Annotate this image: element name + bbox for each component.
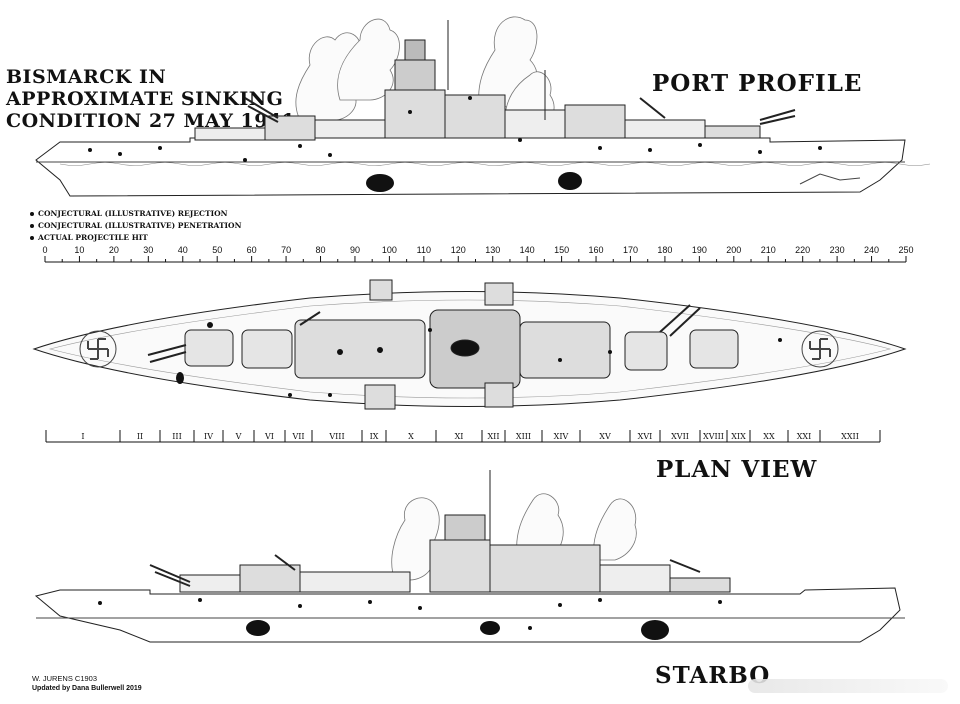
scale-tick-label: 50 xyxy=(212,245,222,255)
starboard-hit-marks xyxy=(98,598,722,640)
plan-view-label: PLAN VIEW xyxy=(656,456,818,483)
scale-tick-label: 210 xyxy=(761,245,776,255)
scale-tick-label: 190 xyxy=(692,245,707,255)
port-hit-marks xyxy=(88,96,822,192)
length-scale: 0 10 20 30 40 50 60 70 80 90 100 110 120 130 140 150 160… xyxy=(42,245,914,263)
starboard-profile-drawing xyxy=(34,470,905,643)
section-label: XI xyxy=(455,432,464,441)
legend-item-rejection: CONJECTURAL (ILLUSTRATIVE) REJECTION xyxy=(30,208,241,220)
scale-tick-label: 20 xyxy=(109,245,119,255)
section-label: II xyxy=(137,432,143,441)
scale-tick-label: 120 xyxy=(451,245,466,255)
smoke-plumes-starboard xyxy=(391,493,637,581)
title-line-1: BISMARCK IN xyxy=(6,66,167,88)
title-line-3: CONDITION 27 MAY 1941 xyxy=(6,110,296,132)
plan-view-drawing xyxy=(32,279,907,410)
plan-hit-marks xyxy=(176,322,782,397)
section-label: XVI xyxy=(638,432,653,441)
section-label: VII xyxy=(291,432,304,441)
bullet-icon xyxy=(30,236,34,240)
title-line-2: APPROXIMATE SINKING xyxy=(6,88,284,110)
port-profile-label: PORT PROFILE xyxy=(652,70,863,97)
section-label: XIX xyxy=(731,432,746,441)
scale-tick-label: 100 xyxy=(382,245,397,255)
scale-tick-label: 80 xyxy=(316,245,326,255)
scale-tick-label: 110 xyxy=(417,245,431,255)
legend-item-penetration: CONJECTURAL (ILLUSTRATIVE) PENETRATION xyxy=(30,220,241,232)
legend-item-hit: ACTUAL PROJECTILE HIT xyxy=(30,232,241,244)
section-label: VI xyxy=(264,432,274,441)
legend: CONJECTURAL (ILLUSTRATIVE) REJECTION CON… xyxy=(30,208,241,244)
scale-tick-label: 220 xyxy=(795,245,810,255)
scale-tick-label: 90 xyxy=(350,245,360,255)
section-label: XIV xyxy=(554,432,569,441)
author-credit: W. JURENS C1903 xyxy=(32,674,98,683)
section-label: XX xyxy=(763,432,775,441)
scale-tick-label: 10 xyxy=(74,245,84,255)
section-label: I xyxy=(81,432,84,441)
watermark-overlay xyxy=(748,679,948,693)
section-label: XVII xyxy=(671,432,689,441)
bullet-icon xyxy=(30,224,34,228)
scale-tick-label: 140 xyxy=(520,245,535,255)
scale-tick-label: 150 xyxy=(554,245,569,255)
scale-tick-label: 170 xyxy=(623,245,638,255)
section-label: XXI xyxy=(797,432,812,441)
port-hull xyxy=(35,137,906,197)
bullet-icon xyxy=(30,212,34,216)
scale-tick-label: 160 xyxy=(589,245,604,255)
section-label: XVIII xyxy=(703,432,724,441)
section-label: IX xyxy=(370,432,379,441)
scale-tick-label: 240 xyxy=(864,245,879,255)
section-label: III xyxy=(172,432,181,441)
scale-tick-label: 200 xyxy=(726,245,741,255)
scale-tick-label: 70 xyxy=(281,245,291,255)
section-label: XIII xyxy=(516,432,531,441)
section-label: IV xyxy=(204,432,213,441)
scale-tick-label: 40 xyxy=(178,245,188,255)
scale-tick-label: 130 xyxy=(485,245,500,255)
section-label: XV xyxy=(599,432,611,441)
update-credit: Updated by Dana Bullerwell 2019 xyxy=(32,685,142,692)
section-label: XXII xyxy=(841,432,859,441)
scale-tick-label: 0 xyxy=(42,245,47,255)
drawing-title: BISMARCK IN APPROXIMATE SINKING CONDITIO… xyxy=(6,66,295,132)
section-label: XII xyxy=(487,432,499,441)
main-turrets xyxy=(184,329,739,371)
starboard-hull xyxy=(34,587,901,643)
scale-tick-label: 250 xyxy=(898,245,913,255)
scale-tick-label: 180 xyxy=(657,245,672,255)
port-profile-drawing xyxy=(35,16,931,197)
section-label: V xyxy=(235,432,242,441)
smoke-plumes xyxy=(295,16,555,131)
scale-tick-label: 30 xyxy=(143,245,153,255)
section-label: VIII xyxy=(328,432,344,441)
scale-ticks: 0 10 20 30 40 50 60 70 80 90 100 110 120 130 140 150 160… xyxy=(42,245,914,262)
scale-tick-label: 230 xyxy=(830,245,845,255)
scale-tick-label: 60 xyxy=(247,245,257,255)
section-label: X xyxy=(408,432,414,441)
